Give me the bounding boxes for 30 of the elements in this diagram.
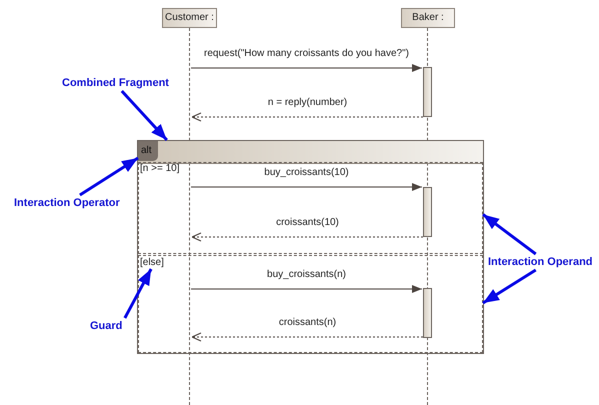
- annotation-text: Interaction Operand: [488, 254, 599, 270]
- message-label: buy_croissants(10): [262, 167, 351, 179]
- message-label: request("How many croissants do you have?"): [202, 48, 411, 60]
- message-arrow: [190, 183, 422, 191]
- leader-arrow: [482, 268, 537, 304]
- leader-arrow: [124, 268, 152, 319]
- annotation-text: Combined Fragment: [62, 75, 184, 91]
- reply-message-arrow: [191, 232, 424, 242]
- message-label: n = reply(number): [266, 97, 350, 109]
- leader-arrow: [120, 90, 168, 142]
- leader-arrow: [482, 213, 537, 256]
- message-arrow: [190, 64, 422, 72]
- combined-fragment-frame: [137, 140, 484, 354]
- message-label: buy_croissants(n): [265, 269, 348, 281]
- annotation-text: Interaction Operator: [14, 195, 136, 211]
- annotation-text: Guard: [90, 318, 132, 336]
- leader-arrow: [79, 156, 139, 196]
- activation-bar: [423, 187, 432, 237]
- reply-message-arrow: [191, 332, 424, 342]
- reply-message-arrow: [191, 112, 424, 122]
- lifeline-header: Baker :: [401, 8, 455, 28]
- message-arrow: [190, 285, 422, 293]
- guard-condition: [else]: [140, 257, 170, 269]
- guard-condition: [n >= 10]: [140, 163, 186, 175]
- message-label: croissants(10): [274, 217, 341, 229]
- message-label: croissants(n): [276, 317, 338, 329]
- lifeline-header: Customer :: [162, 8, 217, 28]
- activation-bar: [423, 288, 432, 338]
- activation-bar: [423, 67, 432, 117]
- operator-tag: alt: [138, 141, 158, 161]
